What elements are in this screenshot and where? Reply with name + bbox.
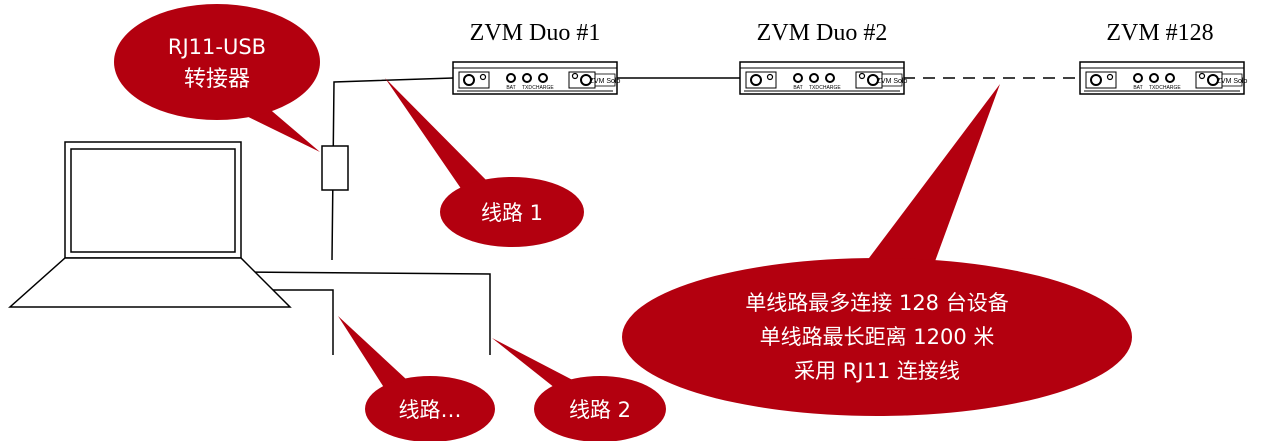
line-more-callout-text: 线路… — [399, 398, 462, 422]
laptop-base — [8, 257, 292, 308]
device-led-icon — [479, 73, 487, 81]
line1-callout-ellipse — [440, 177, 584, 247]
device-badge-frame — [881, 73, 903, 87]
line-more-callout-pointer — [338, 316, 420, 400]
device-indicator-icon — [506, 73, 516, 83]
laptop-screen-inner — [70, 148, 236, 253]
device-port-icon — [1090, 74, 1102, 86]
device-port-icon — [1207, 74, 1219, 86]
device-indicator-icon — [1165, 73, 1175, 83]
device-indicator-label: CHARGE — [819, 85, 841, 91]
device-indicator-label: TXD — [1149, 85, 1159, 91]
device-128-title: ZVM #128 — [1106, 20, 1213, 46]
device-port-icon — [750, 74, 762, 86]
device-indicator-icon — [538, 73, 548, 83]
info-callout-pointer — [860, 84, 1000, 275]
callouts — [114, 4, 1132, 441]
device-indicator-icon — [1149, 73, 1159, 83]
device-indicator-label: BAT — [793, 85, 802, 91]
device-indicator-icon — [1133, 73, 1143, 83]
info-callout-text-3: 采用 RJ11 连接线 — [794, 359, 960, 383]
device-led-icon — [1106, 73, 1114, 81]
device-port-icon — [867, 74, 879, 86]
device-indicator-label: CHARGE — [1159, 85, 1181, 91]
device-1-title: ZVM Duo #1 — [470, 20, 601, 46]
device-port-block — [745, 71, 777, 89]
line1-callout-text: 线路 1 — [481, 201, 543, 225]
adapter-callout-text-1: RJ11-USB — [168, 35, 266, 59]
device-indicator-icon — [825, 73, 835, 83]
device-badge-label: ZVM Solo — [1217, 78, 1248, 85]
device-badge-label: ZVM Solo — [590, 78, 621, 85]
laptop-screen-outer — [64, 141, 242, 259]
adapter-callout-bubble — [234, 106, 320, 152]
device-indicator-label: TXD — [522, 85, 532, 91]
line2-callout-ellipse — [534, 376, 666, 441]
device-indicator-icon — [522, 73, 532, 83]
info-callout-ellipse — [622, 258, 1132, 416]
laptop-icon — [8, 141, 292, 308]
device-indicator-label: TXD — [809, 85, 819, 91]
info-callout-text-2: 单线路最长距离 1200 米 — [760, 325, 995, 349]
device-badge-frame — [1221, 73, 1243, 87]
device-led-icon — [766, 73, 774, 81]
device-badge-frame — [594, 73, 616, 87]
device-indicator-label: CHARGE — [532, 85, 554, 91]
device-badge-label: ZVM Solo — [877, 78, 908, 85]
device-indicator-icon — [809, 73, 819, 83]
adapter-callout-ellipse — [114, 4, 320, 120]
line-more-callout-ellipse — [365, 376, 495, 441]
line-1-cable — [331, 77, 454, 261]
device-led-icon — [858, 72, 866, 80]
line1-callout-pointer — [385, 78, 494, 190]
device-indicator-icon — [793, 73, 803, 83]
device-port-block — [1085, 71, 1117, 89]
line2-callout-pointer — [492, 338, 588, 392]
info-callout-text-1: 单线路最多连接 128 台设备 — [745, 291, 1008, 315]
device-port-icon — [580, 74, 592, 86]
device-port-icon — [463, 74, 475, 86]
adapter-callout-text-2: 转接器 — [184, 67, 250, 92]
device-port-block — [458, 71, 490, 89]
device-2-title: ZVM Duo #2 — [757, 20, 888, 46]
line-2-cable — [239, 271, 491, 355]
line2-callout-text: 线路 2 — [569, 398, 631, 422]
device-indicator-label: BAT — [506, 85, 515, 91]
device-led-icon — [571, 72, 579, 80]
usb-adapter-icon — [321, 145, 349, 191]
device-led-icon — [1198, 72, 1206, 80]
device-indicator-label: BAT — [1133, 85, 1142, 91]
